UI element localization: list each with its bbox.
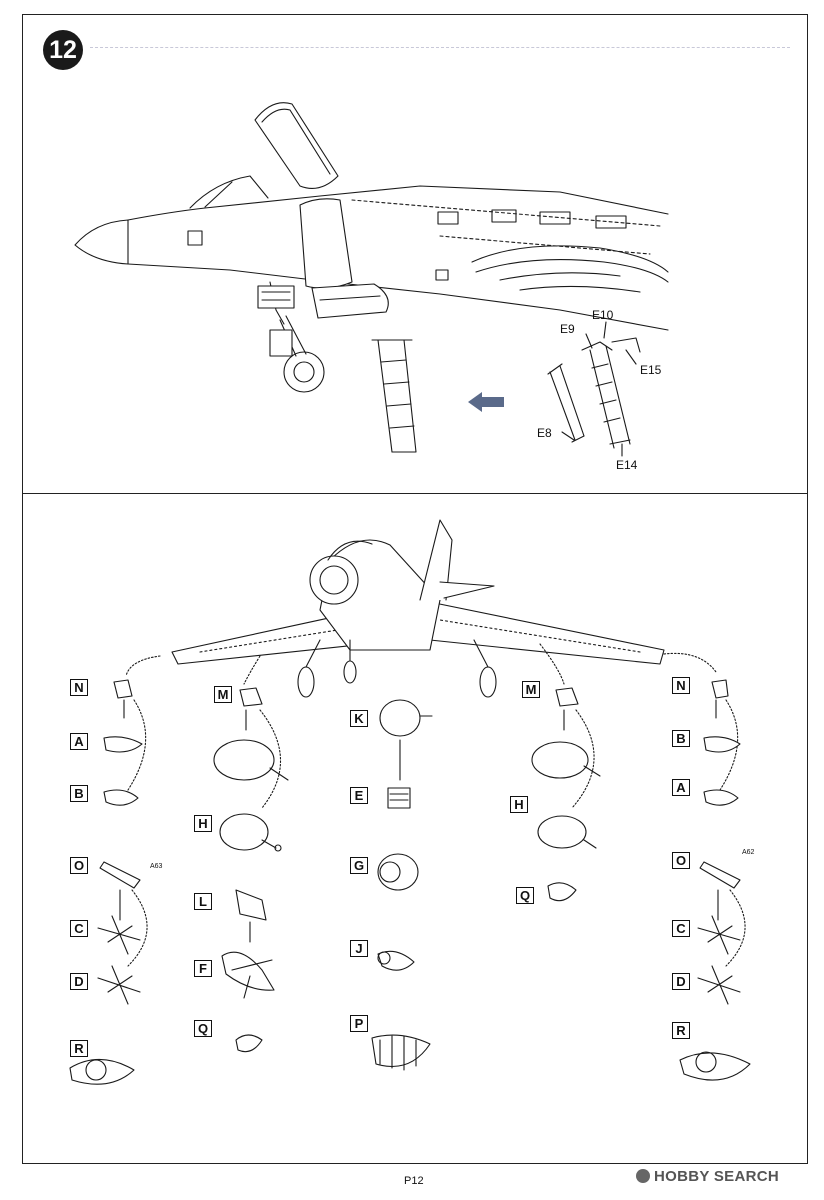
callout-e15: E15 xyxy=(640,363,662,377)
decorative-dash-line xyxy=(90,47,790,48)
watermark-logo: HOBBY SEARCH xyxy=(636,1168,779,1185)
part-label-b-right: B xyxy=(672,730,690,747)
part-label-j: J xyxy=(350,940,368,957)
part-label-o-left: O xyxy=(70,857,88,874)
part-label-h-right: H xyxy=(510,796,528,813)
part-label-q-right: Q xyxy=(516,887,534,904)
direction-arrow-icon xyxy=(468,392,504,412)
part-label-p: P xyxy=(350,1015,368,1032)
part-label-o-right: O xyxy=(672,852,690,869)
hobby-search-logo-icon xyxy=(636,1169,650,1183)
part-label-r-left: R xyxy=(70,1040,88,1057)
part-label-m-right: M xyxy=(522,681,540,698)
part-label-k: K xyxy=(350,710,368,727)
part-label-n-left: N xyxy=(70,679,88,696)
part-label-d-left: D xyxy=(70,973,88,990)
part-label-g: G xyxy=(350,857,368,874)
callout-e10: E10 xyxy=(592,308,614,322)
part-label-a-right: A xyxy=(672,779,690,796)
part-label-e: E xyxy=(350,787,368,804)
part-label-f: F xyxy=(194,960,212,977)
part-label-d-right: D xyxy=(672,973,690,990)
part-label-b-left: B xyxy=(70,785,88,802)
part-label-c-left: C xyxy=(70,920,88,937)
part-label-c-right: C xyxy=(672,920,690,937)
watermark-text: HOBBY SEARCH xyxy=(654,1168,780,1185)
part-label-l: L xyxy=(194,893,212,910)
part-label-q-left: Q xyxy=(194,1020,212,1037)
part-label-m-left: M xyxy=(214,686,232,703)
page-number: P12 xyxy=(404,1175,424,1187)
panel-divider xyxy=(22,493,808,494)
part-ref-a62: A62 xyxy=(742,849,755,856)
step-number-badge: 12 xyxy=(43,30,83,70)
part-label-a-left: A xyxy=(70,733,88,750)
part-label-h-left: H xyxy=(194,815,212,832)
part-label-n-right: N xyxy=(672,677,690,694)
part-label-r-right: R xyxy=(672,1022,690,1039)
callout-e8: E8 xyxy=(537,426,552,440)
page-frame xyxy=(22,14,808,1164)
callout-e14: E14 xyxy=(616,458,638,472)
callout-e9: E9 xyxy=(560,322,575,336)
part-ref-a63: A63 xyxy=(150,863,163,870)
